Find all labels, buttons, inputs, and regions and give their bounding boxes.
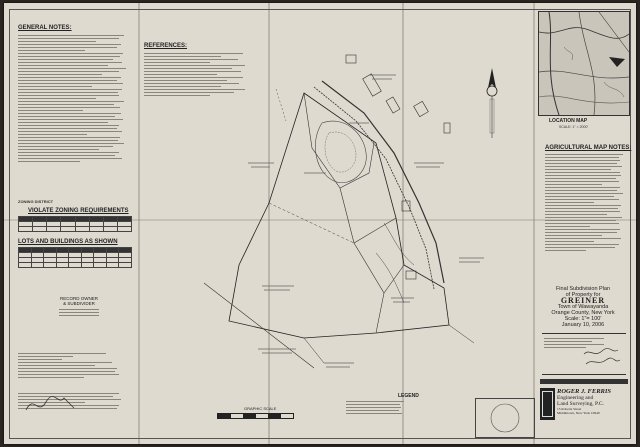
surveyor-address-2: Middletown, New York 10940 (557, 411, 600, 415)
general-notes-text (18, 35, 130, 164)
location-map (538, 11, 630, 116)
signature-block (18, 393, 130, 411)
references-text (144, 53, 254, 98)
signature-scribble (25, 396, 75, 411)
zoning-requirements-table (17, 216, 133, 232)
county-state: Orange County, New York (551, 310, 615, 316)
town-approval-bar (540, 379, 628, 384)
plan-date: January 10, 2006 (561, 322, 605, 328)
surveyor-seal-area (475, 398, 535, 438)
title-line-2: of Property for (565, 292, 601, 298)
legend-title: LEGEND (398, 393, 419, 399)
location-map-title: LOCATION MAP (549, 118, 588, 124)
town-name: Town of Wawayanda (557, 304, 609, 310)
site-plan-drawing (203, 54, 484, 369)
north-arrow-icon (486, 68, 498, 138)
fold-line (268, 3, 270, 444)
agricultural-notes-text (545, 154, 627, 253)
surveyor-block: ROGER J. FERRIS Engineering and Land Sur… (557, 388, 627, 415)
record-owner-line: RECORD OWNER (60, 296, 98, 301)
revision-block (542, 333, 626, 375)
surveyor-line-1: Engineering and (557, 395, 594, 401)
approval-signatures (583, 348, 621, 365)
survey-plan-sheet: GENERAL NOTES: REFERENCES: ZONING DISTRI… (4, 3, 636, 444)
general-notes-title: GENERAL NOTES: (18, 25, 72, 31)
record-owner: RECORD OWNER & SUBDIVIDER (44, 296, 114, 318)
graphic-scale-bar (217, 413, 294, 419)
surveyor-name: ROGER J. FERRIS (557, 388, 612, 395)
graphic-scale-label: GRAPHIC SCALE (244, 406, 277, 411)
zoning-requirements-title: VIOLATE ZONING REQUIREMENTS (28, 208, 129, 214)
surveyor-logo (540, 388, 555, 420)
subdivider-line: & SUBDIVIDER (63, 301, 95, 306)
location-map-scale: SCALE: 1" = 2000' (559, 125, 589, 129)
legend-entries (346, 401, 466, 416)
fold-line (533, 3, 535, 444)
lots-buildings-title: LOTS AND BUILDINGS AS SHOWN (18, 239, 118, 245)
plan-scale: Scale: 1"= 100' (564, 316, 602, 322)
zoning-district-label: ZONING DISTRICT (18, 199, 54, 204)
certification-text (18, 353, 128, 380)
agricultural-notes-title: AGRICULTURAL MAP NOTES: (545, 145, 632, 151)
lots-table (18, 247, 132, 268)
title-line-1: Final Subdivision Plan (555, 286, 611, 292)
fold-line (4, 219, 636, 221)
record-owner-address (59, 309, 99, 316)
surveyor-line-2: Land Surveying, P.C. (557, 401, 604, 407)
title-block: Final Subdivision Plan of Property for G… (540, 286, 626, 328)
fold-line (138, 3, 140, 444)
fold-line (402, 3, 404, 444)
drawing-border (9, 9, 631, 439)
owner-name: GREINER (560, 296, 606, 305)
surveyor-address-1: 15 Roberts Street (557, 407, 582, 411)
references-title: REFERENCES: (144, 43, 188, 49)
